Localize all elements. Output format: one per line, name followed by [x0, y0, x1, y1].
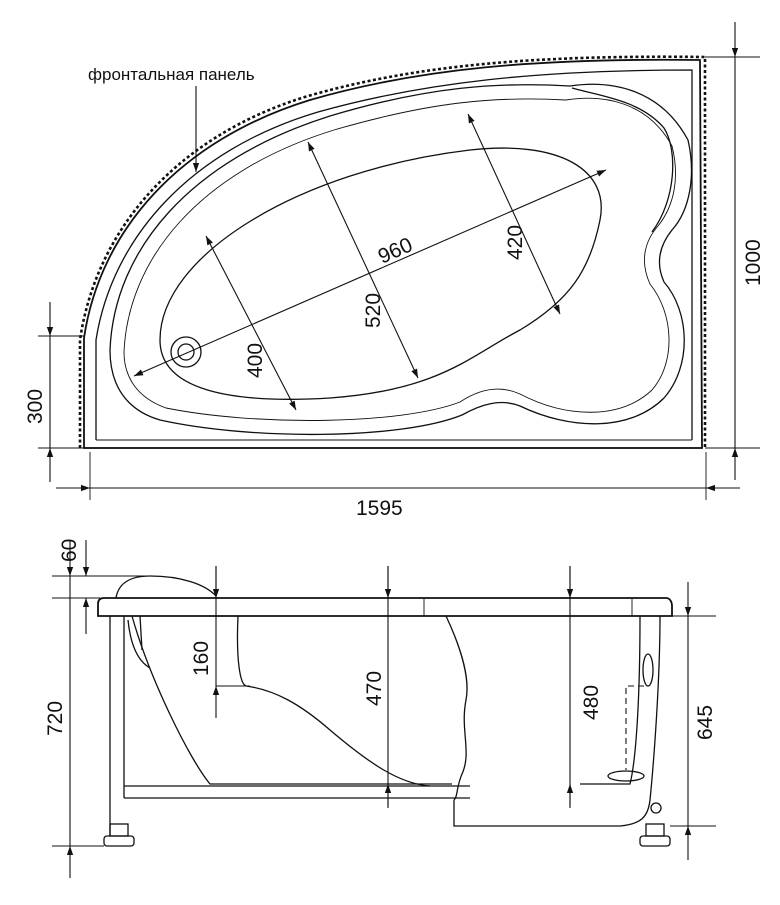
- dim-1595-label: 1595: [356, 497, 403, 520]
- body-right-outline: [453, 615, 661, 827]
- drain-inner: [177, 343, 195, 361]
- dim-160-label: 160: [190, 641, 213, 676]
- side-view: 60 720 160 470 480 645: [44, 539, 717, 878]
- panel-label: фронтальная панель: [88, 65, 255, 84]
- side-hole: [650, 802, 662, 814]
- dim-720-label: 720: [44, 701, 67, 736]
- dim-470-label: 470: [363, 671, 386, 706]
- top-view: фронтальная панель 960 520 420 400 1000 …: [24, 22, 765, 520]
- basin-rim: [109, 83, 693, 436]
- panel-cut-wave: [445, 615, 468, 801]
- tub-backrest-profile: [139, 615, 431, 787]
- basin-inner: [123, 97, 676, 421]
- frame-left-post: [109, 616, 125, 836]
- tub-right-end: [580, 615, 641, 785]
- drain-fitting: [607, 770, 645, 782]
- dim-480-label: 480: [580, 685, 603, 720]
- dim-960-label: 960: [375, 233, 416, 268]
- dim-645-label: 645: [694, 705, 717, 740]
- dim-960-line: [133, 169, 607, 377]
- drain-outer: [170, 336, 202, 368]
- dim-300-label: 300: [24, 389, 47, 424]
- headrest-curve: [571, 87, 674, 233]
- foot-right: [639, 835, 671, 847]
- dim-400-line: [205, 235, 297, 411]
- foot-left-stem: [109, 823, 129, 837]
- dim-520-line: [307, 141, 419, 379]
- foot-right-stem: [645, 823, 665, 837]
- overflow-fitting: [642, 653, 654, 687]
- dim-420-label: 420: [504, 225, 527, 260]
- headrest-cushion: [127, 619, 151, 669]
- dim-420-line: [467, 113, 561, 315]
- dim-1000-label: 1000: [742, 239, 765, 286]
- dim-400-label: 400: [244, 343, 267, 378]
- basin-floor: [159, 147, 602, 400]
- tub-outer-contour: [83, 58, 703, 449]
- dim-520-label: 520: [362, 293, 385, 328]
- tub-inner-rim: [95, 69, 693, 440]
- front-panel-line: [78, 55, 707, 448]
- tub-inner-profile: [131, 615, 452, 785]
- drain-pipe-dashed: [625, 685, 644, 770]
- foot-left: [103, 835, 135, 847]
- headrest-profile: [115, 575, 217, 599]
- rim-top: [97, 597, 673, 617]
